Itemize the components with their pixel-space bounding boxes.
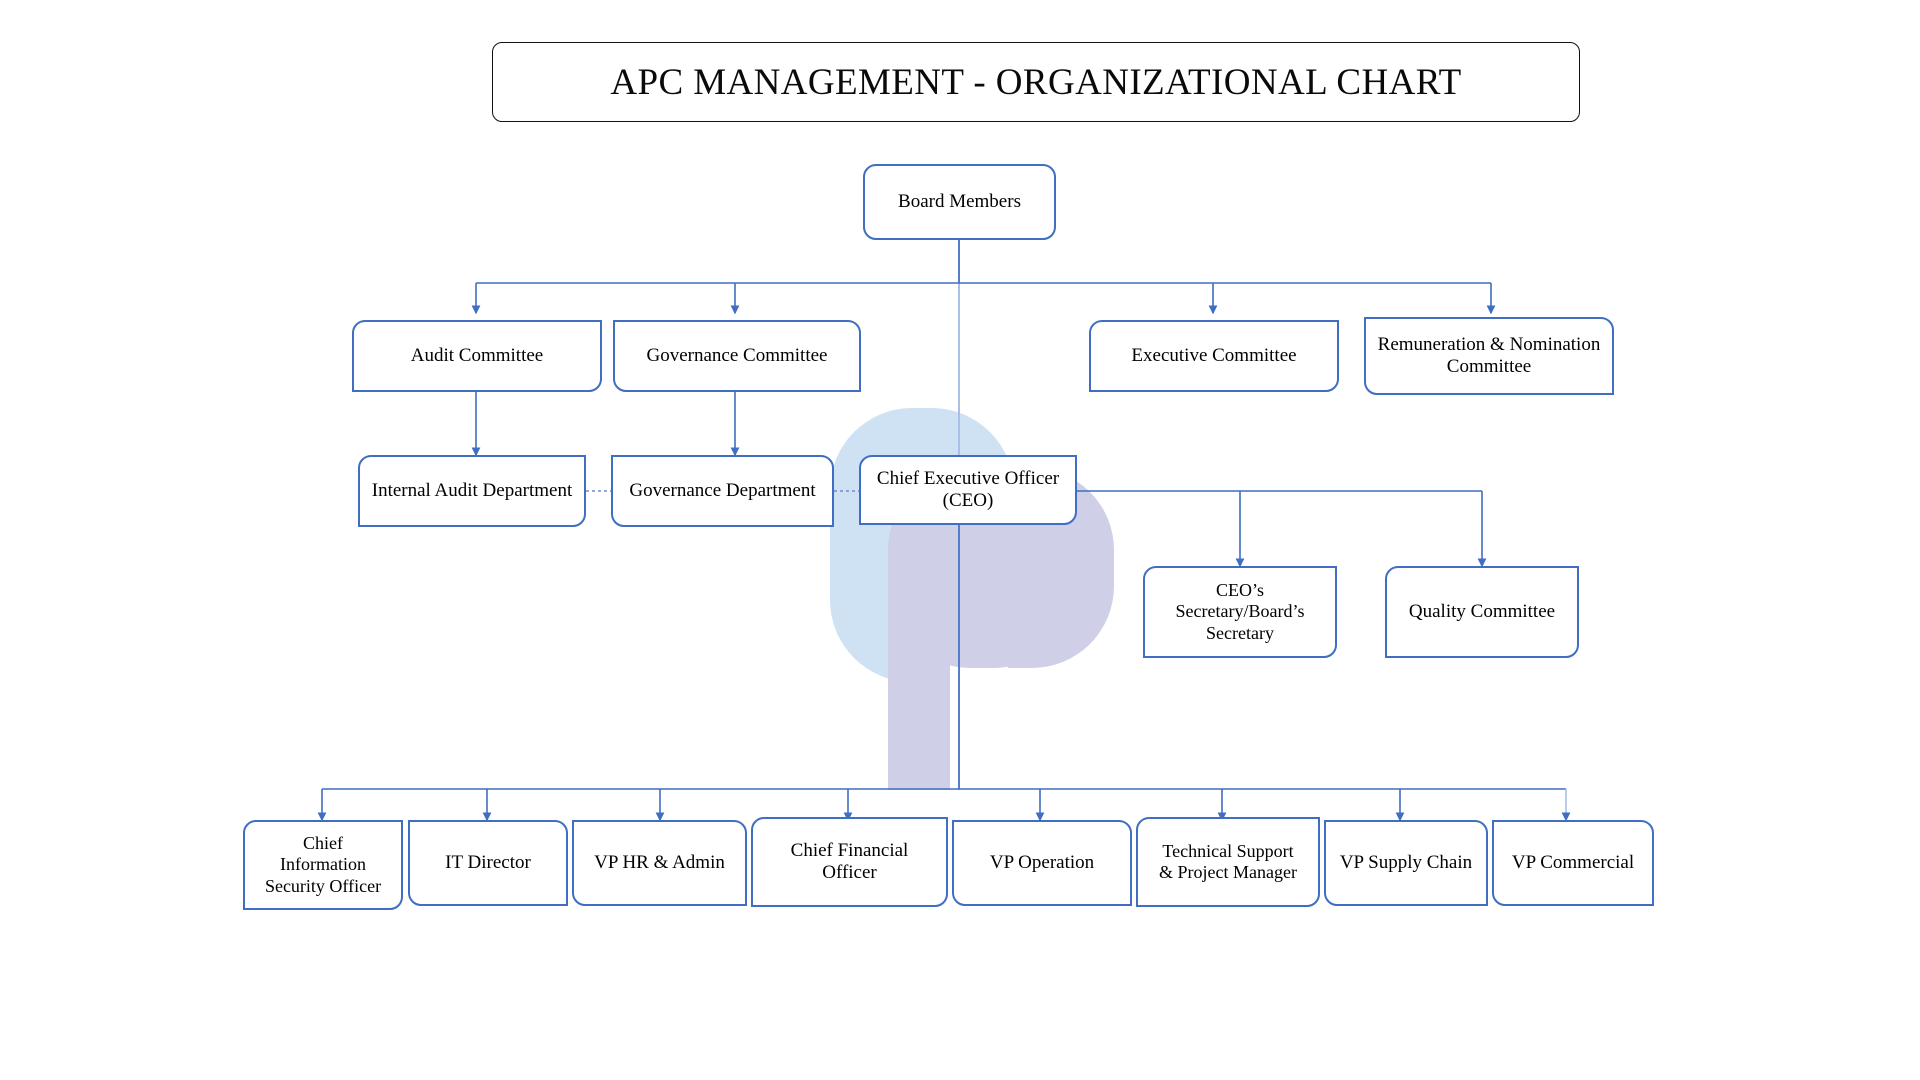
node-vp-hr-admin[interactable]: VP HR & Admin [572, 820, 747, 906]
node-technical-support-label: Technical Support & Project Manager [1159, 840, 1297, 882]
node-audit-committee[interactable]: Audit Committee [352, 320, 602, 392]
node-remuneration-nomination-committee-label: Remuneration & Nomination Committee [1377, 333, 1601, 377]
node-ciso[interactable]: Chief Information Security Officer [243, 820, 403, 910]
node-board-members[interactable]: Board Members [863, 164, 1056, 240]
node-vp-commercial[interactable]: VP Commercial [1492, 820, 1654, 906]
node-ceo-secretary-label: CEO’s Secretary/Board’s Secretary [1175, 580, 1305, 643]
node-vp-hr-admin-label: VP HR & Admin [594, 851, 725, 873]
node-it-director-label: IT Director [445, 851, 531, 873]
node-vp-supply-chain-label: VP Supply Chain [1339, 851, 1473, 873]
node-ceo-label: Chief Executive Officer (CEO) [876, 467, 1060, 511]
node-board-members-label: Board Members [898, 190, 1021, 212]
node-governance-committee-label: Governance Committee [646, 344, 828, 366]
node-vp-operation[interactable]: VP Operation [952, 820, 1132, 906]
node-executive-committee[interactable]: Executive Committee [1089, 320, 1339, 392]
page-title: APC MANAGEMENT - ORGANIZATIONAL CHART [610, 61, 1462, 103]
node-ciso-label: Chief Information Security Officer [264, 833, 382, 896]
node-internal-audit-department[interactable]: Internal Audit Department [358, 455, 586, 527]
chart-title-box: APC MANAGEMENT - ORGANIZATIONAL CHART [492, 42, 1580, 122]
node-quality-committee[interactable]: Quality Committee [1385, 566, 1579, 658]
node-governance-committee[interactable]: Governance Committee [613, 320, 861, 392]
node-governance-department[interactable]: Governance Department [611, 455, 834, 527]
node-remuneration-nomination-committee[interactable]: Remuneration & Nomination Committee [1364, 317, 1614, 395]
node-quality-committee-label: Quality Committee [1408, 600, 1556, 622]
node-audit-committee-label: Audit Committee [410, 344, 544, 366]
node-vp-commercial-label: VP Commercial [1511, 851, 1635, 873]
node-cfo-label: Chief Financial Officer [790, 839, 909, 883]
node-executive-committee-label: Executive Committee [1131, 344, 1297, 366]
node-cfo[interactable]: Chief Financial Officer [751, 817, 948, 907]
node-ceo-secretary[interactable]: CEO’s Secretary/Board’s Secretary [1143, 566, 1337, 658]
node-vp-supply-chain[interactable]: VP Supply Chain [1324, 820, 1488, 906]
node-ceo[interactable]: Chief Executive Officer (CEO) [859, 455, 1077, 525]
node-vp-operation-label: VP Operation [989, 851, 1095, 873]
node-governance-department-label: Governance Department [629, 479, 816, 501]
node-technical-support[interactable]: Technical Support & Project Manager [1136, 817, 1320, 907]
node-it-director[interactable]: IT Director [408, 820, 568, 906]
node-internal-audit-department-label: Internal Audit Department [371, 479, 573, 501]
